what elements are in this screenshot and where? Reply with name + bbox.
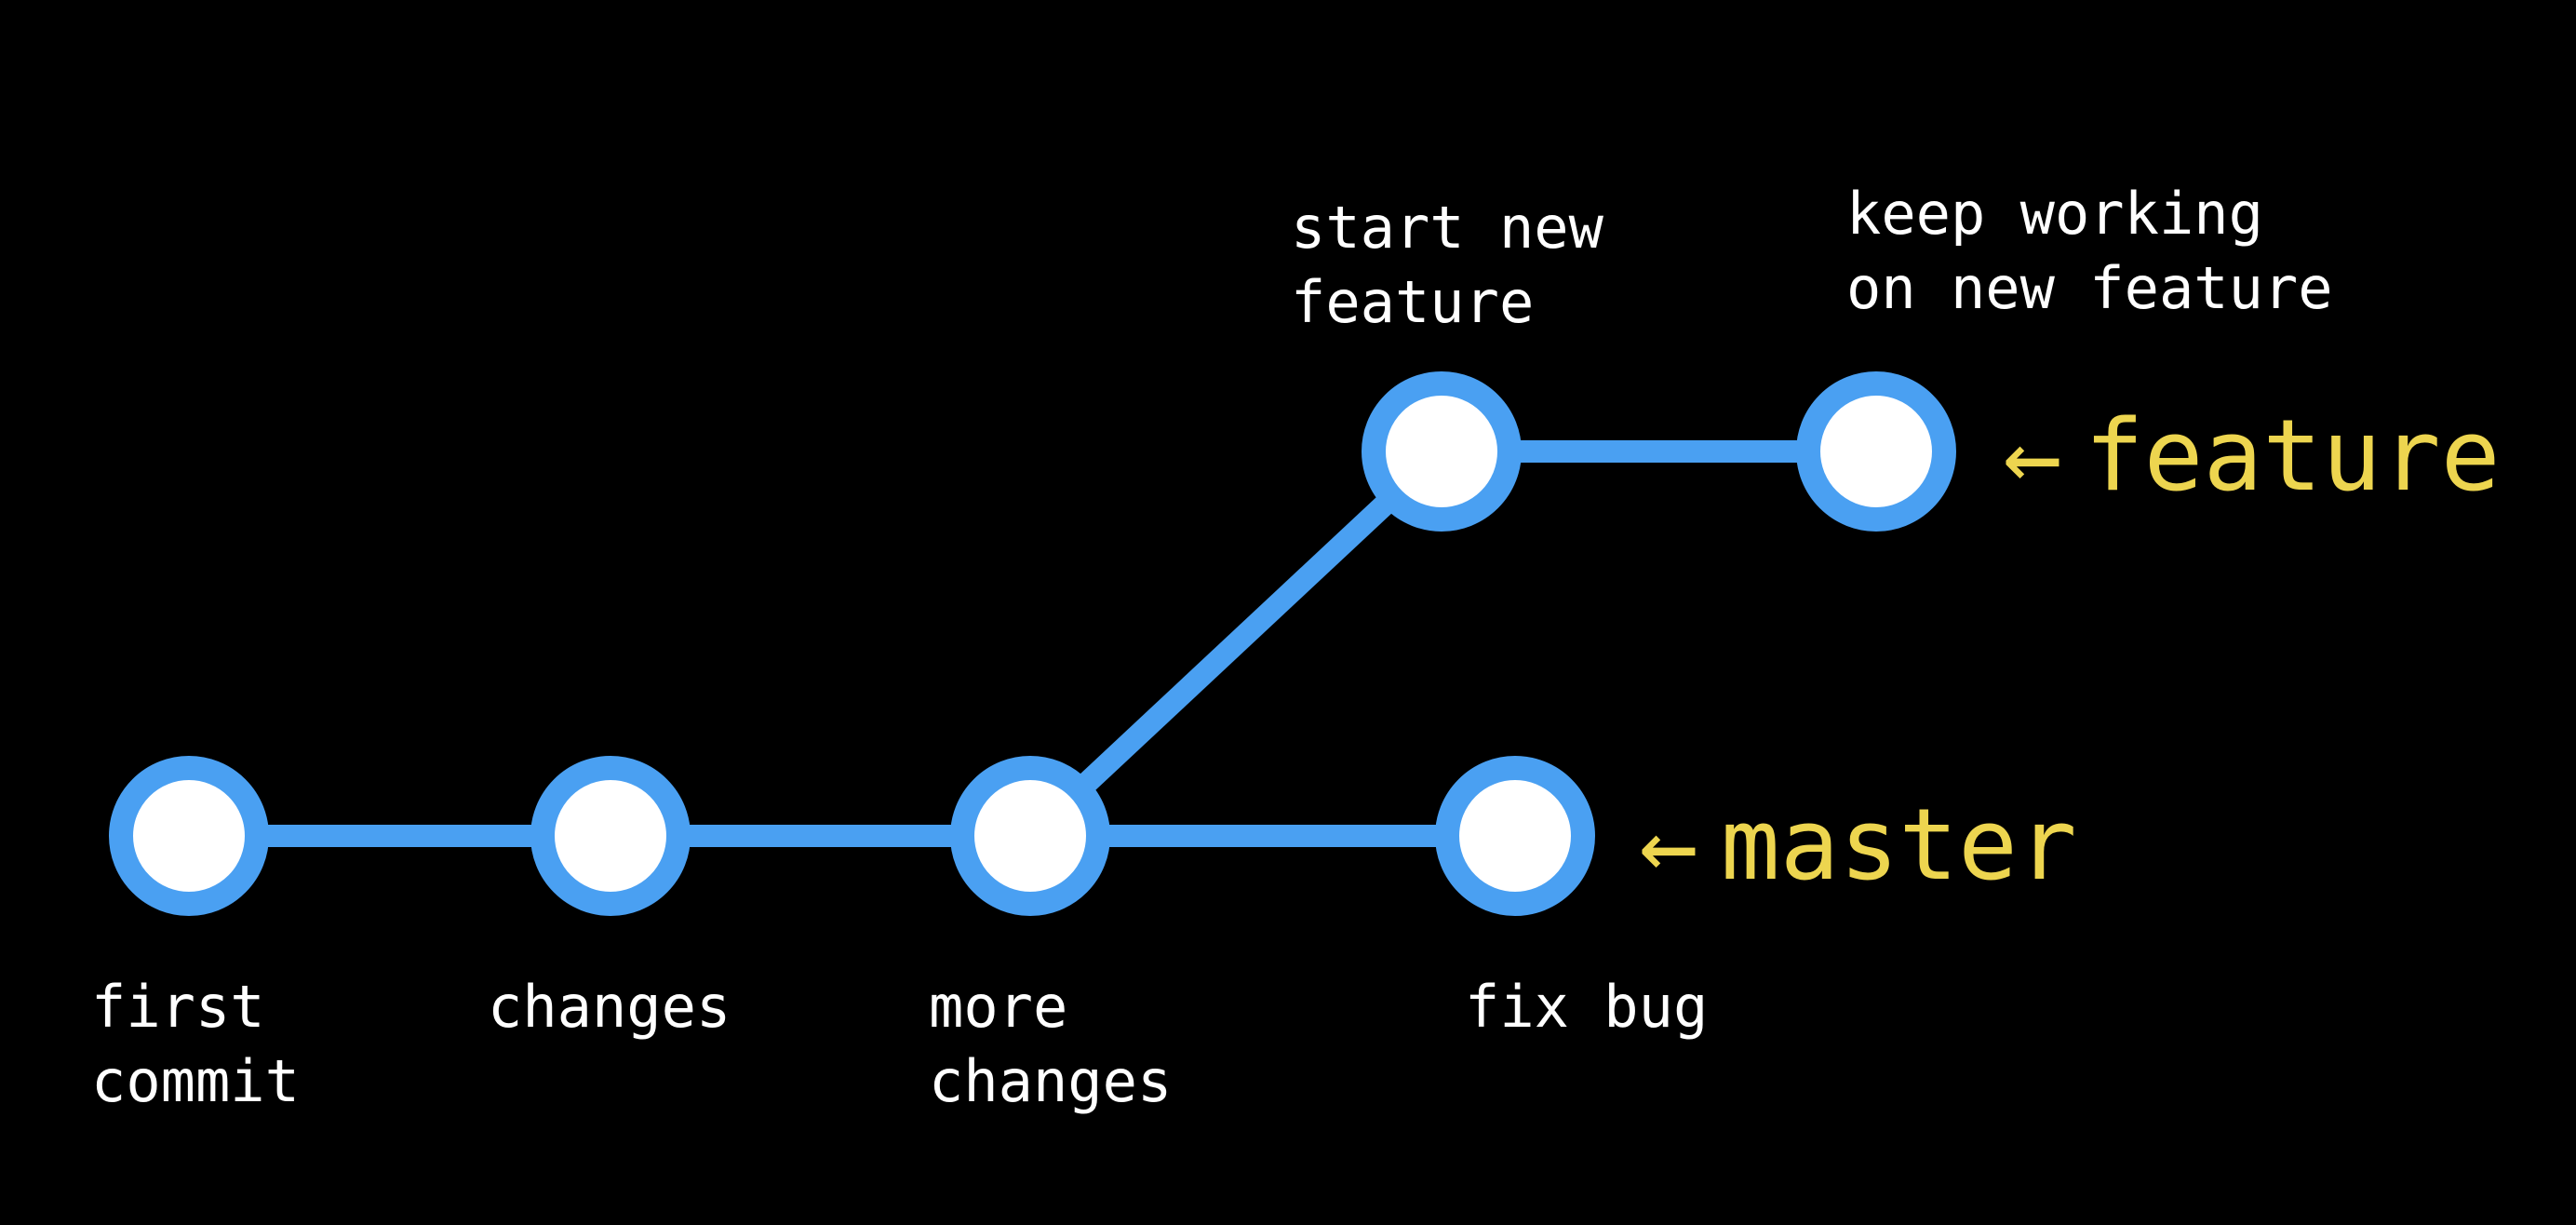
commit-message-fix-bug: fix bug (1465, 973, 1709, 1041)
feature-branch-diagonal-line (1022, 443, 1450, 844)
commit-node-fix-bug (1435, 756, 1595, 916)
commit-node-changes (530, 756, 691, 916)
commit-message-start-new-feature: start new feature (1291, 194, 1603, 336)
feature-branch-label: ← feature (2003, 407, 2501, 505)
commit-message-changes: changes (488, 973, 731, 1041)
feature-branch-name: feature (2084, 398, 2501, 513)
left-arrow-icon: ← (1639, 788, 1698, 902)
commit-node-start-new-feature (1362, 371, 1522, 532)
left-arrow-icon: ← (2003, 398, 2062, 513)
commit-message-first-commit: first commit (91, 973, 300, 1115)
commit-node-first-commit (109, 756, 269, 916)
commit-message-more-changes: more changes (929, 973, 1173, 1115)
master-branch-name: master (1720, 788, 2077, 902)
master-branch-label: ← master (1639, 796, 2077, 895)
commit-message-keep-working: keep working on new feature (1846, 180, 2333, 322)
commit-node-more-changes (950, 756, 1110, 916)
commit-node-keep-working (1796, 371, 1956, 532)
